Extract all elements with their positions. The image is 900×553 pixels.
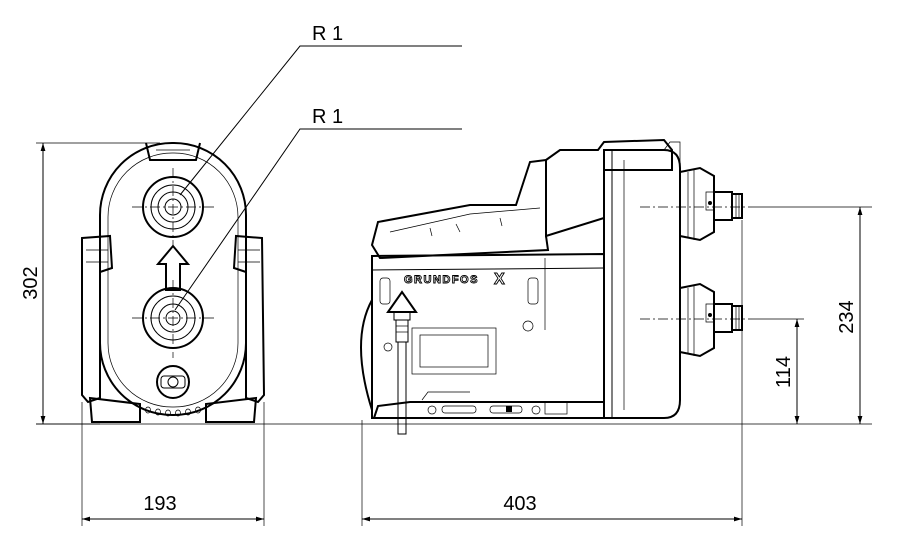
flow-direction-arrow xyxy=(155,244,191,291)
dimension-length: 403 xyxy=(503,493,536,515)
inlet-connection xyxy=(640,282,752,358)
pressure-sensor-probe xyxy=(386,290,418,435)
lower-connection xyxy=(132,280,214,358)
upper-connection xyxy=(132,168,214,246)
upper-thread-label: R 1 xyxy=(312,23,343,45)
outlet-connection xyxy=(640,166,752,242)
dimension-height: 302 xyxy=(20,266,42,299)
thread-callouts: R 1 R 1 xyxy=(174,23,462,311)
brand-logo: GRUNDFOS xyxy=(404,274,479,286)
vent-holes xyxy=(145,406,201,417)
dimension-lines: 302 193 403 234 114 xyxy=(20,142,872,526)
side-view: GRUNDFOS X xyxy=(360,138,752,435)
dimension-inlet-height: 114 xyxy=(773,356,795,388)
lower-thread-label: R 1 xyxy=(312,106,343,128)
dimension-width: 193 xyxy=(143,493,176,515)
drain-plug xyxy=(156,365,190,399)
pump-head xyxy=(603,149,681,419)
dimension-outlet-height: 234 xyxy=(836,300,858,333)
front-view xyxy=(81,142,266,423)
brand-mark: X xyxy=(494,271,506,288)
nameplate xyxy=(419,334,489,368)
front-pump-body xyxy=(99,142,247,416)
